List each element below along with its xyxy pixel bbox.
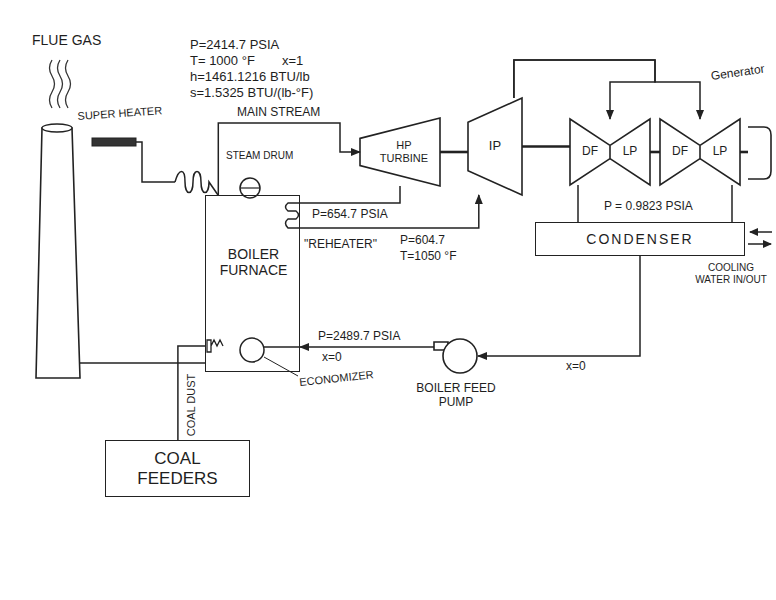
- smoke-lines: [50, 60, 71, 108]
- node-label: FLUE GAS: [32, 32, 101, 48]
- steam-drum-level: [240, 187, 260, 188]
- node-label: LP: [707, 145, 733, 159]
- pipe-connector: [300, 186, 400, 203]
- leader-line: [264, 357, 298, 376]
- hp-turbine: HP TURBINE: [360, 118, 440, 186]
- bowtie-shape: [660, 119, 740, 185]
- economizer-pipe: [264, 346, 300, 348]
- pipe-connector: [731, 185, 733, 222]
- node-label: DF: [577, 145, 603, 159]
- annotation-label: P=654.7 PSIA: [312, 208, 388, 222]
- cooling-water-in: [750, 231, 772, 233]
- economizer-drum: [240, 338, 264, 362]
- pipe-connector: [178, 346, 205, 440]
- annotation-label: COOLING WATER IN/OUT: [694, 262, 768, 285]
- superheater-bar: [92, 138, 136, 146]
- node-label: COAL FEEDERS: [128, 449, 228, 488]
- shaft-connector: [440, 151, 468, 154]
- node-label: CONDENSER: [586, 231, 693, 247]
- node-label: IP: [489, 139, 501, 154]
- annotation-label: T= 1000 °F: [190, 54, 255, 69]
- node-label: DF: [667, 145, 693, 159]
- pipe-connector: [514, 60, 700, 119]
- stack-shape: [36, 128, 80, 378]
- pipe-connector: [514, 60, 655, 119]
- cooling-water-out: [748, 243, 771, 245]
- superheater-coil: [175, 172, 218, 196]
- node-label: BOILER FURNACE: [206, 246, 301, 278]
- pump-casing: [443, 339, 477, 373]
- pipe-connector: [577, 185, 579, 222]
- node-text-area: HP TURBINE: [360, 118, 440, 186]
- smokestack: FLUE GAS: [36, 128, 80, 378]
- annotation-label: h=1461.1216 BTU/lb: [190, 70, 310, 85]
- annotation-label: COAL DUST: [185, 374, 198, 437]
- annotation-label: x=0: [322, 351, 342, 365]
- coal-feeders: COAL FEEDERS: [105, 440, 250, 497]
- annotation-label: s=1.5325 BTU/(lb-°F): [190, 86, 313, 101]
- pipe-connector: [300, 346, 434, 348]
- node-label: HP TURBINE: [375, 139, 433, 164]
- annotation-label: x=1: [282, 54, 303, 69]
- condenser: CONDENSER: [535, 222, 745, 256]
- annotation-label: P=604.7: [400, 234, 445, 248]
- annotation-label: STEAM DRUM: [226, 150, 293, 162]
- superheater-pipe: [136, 142, 175, 182]
- annotation-label: P = 0.9823 PSIA: [604, 200, 693, 214]
- feed-pump: BOILER FEED PUMP: [434, 338, 478, 374]
- generator: Generator: [748, 126, 772, 180]
- annotation-label: ECONOMIZER: [299, 368, 374, 388]
- edge-label: MAIN STREAM: [235, 106, 322, 120]
- gen-outline: [748, 126, 772, 180]
- node-label: Generator: [710, 63, 765, 84]
- burner-symbol: [207, 340, 223, 352]
- shaft-connector: [650, 151, 660, 154]
- lp-turbine: DF LP: [570, 119, 650, 185]
- hp-shape: [360, 118, 440, 186]
- shaft-connector: [522, 145, 570, 148]
- pipe-connector: [80, 362, 205, 364]
- bowtie-shape: [570, 119, 650, 185]
- ip-turbine: IP: [468, 98, 522, 195]
- pipe-connector: [218, 123, 360, 195]
- pipe-connector: [300, 195, 479, 228]
- annotation-label: x=0: [566, 360, 586, 374]
- pump-outline: [434, 338, 478, 374]
- annotation-label: P=2414.7 PSIA: [190, 38, 279, 53]
- node-text-area: IP: [468, 98, 522, 195]
- node-text-area: CONDENSER: [536, 223, 744, 255]
- shaft-connector: [740, 151, 748, 154]
- node-text-area: COAL FEEDERS: [106, 441, 249, 496]
- boiler-furnace: BOILER FURNACE: [205, 195, 300, 372]
- node-label: BOILER FEED PUMP: [416, 382, 496, 410]
- ip-shape: [468, 98, 522, 195]
- gen-shape: [748, 127, 771, 179]
- annotation-label: "REHEATER": [304, 238, 377, 252]
- lp-turbine: DF LP: [660, 119, 740, 185]
- pipe-connector: [478, 256, 640, 356]
- reheater-coil: [286, 203, 301, 228]
- stack-outline: [36, 128, 80, 378]
- annotation-label: P=2489.7 PSIA: [318, 330, 400, 344]
- stack-top: [42, 124, 72, 132]
- annotation-label: SUPER HEATER: [77, 104, 162, 123]
- annotation-label: T=1050 °F: [400, 250, 457, 264]
- node-label: LP: [617, 145, 643, 159]
